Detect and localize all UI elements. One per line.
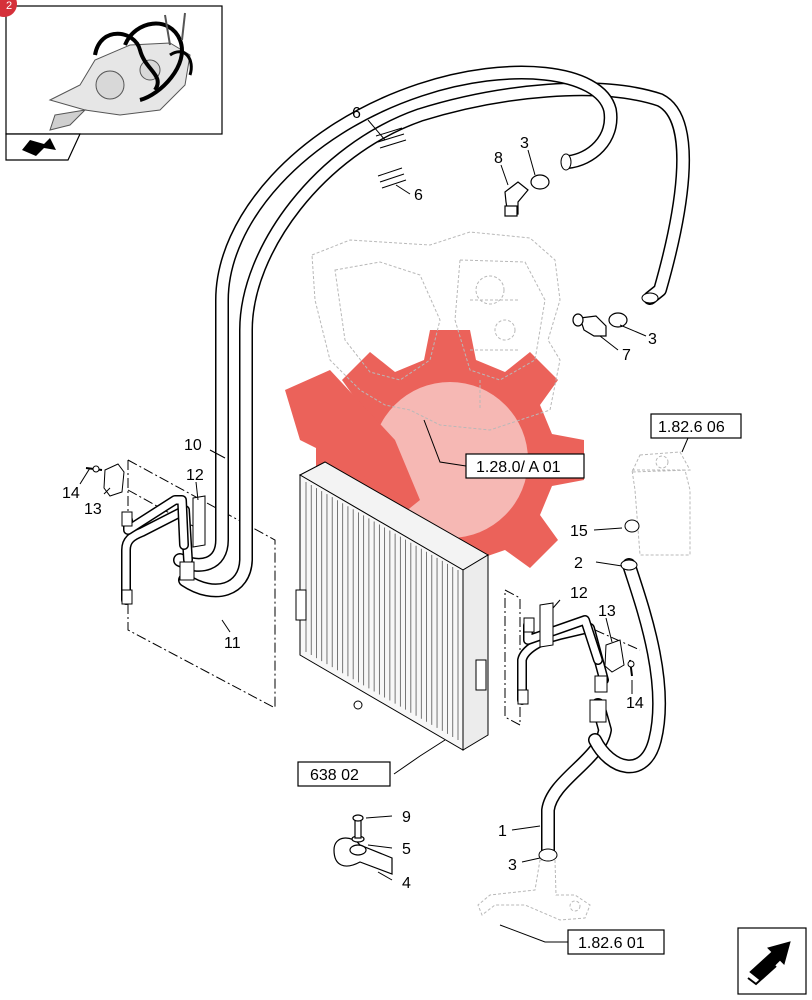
page-badge-number: 2 bbox=[6, 0, 12, 12]
lower-pipe-ghost bbox=[477, 859, 591, 921]
callout-3-right: 3 bbox=[648, 331, 657, 348]
callout-9: 9 bbox=[402, 809, 411, 826]
callout-11: 11 bbox=[224, 635, 241, 652]
ref-transmission-box[interactable]: 1.28.0/ A 01 bbox=[465, 453, 585, 479]
left-tube-assembly bbox=[85, 463, 206, 605]
callout-4: 4 bbox=[402, 875, 411, 892]
ref-transmission-label: 1.28.0/ A 01 bbox=[476, 459, 561, 476]
callout-6-upper: 6 bbox=[352, 105, 361, 122]
previous-page-icon[interactable] bbox=[5, 133, 81, 161]
callout-14-right: 14 bbox=[626, 695, 644, 712]
callout-7: 7 bbox=[622, 347, 631, 364]
page-badge: 2 bbox=[0, 0, 17, 17]
callout-2: 2 bbox=[574, 555, 583, 572]
callout-leaders bbox=[79, 119, 689, 943]
ref-filter-box[interactable]: 1.82.6 06 bbox=[650, 413, 742, 439]
callout-6-lower: 6 bbox=[414, 187, 423, 204]
right-tube-assembly bbox=[517, 519, 667, 862]
callout-3-bottom: 3 bbox=[508, 857, 517, 874]
callout-10: 10 bbox=[184, 437, 202, 454]
hose-bracket bbox=[333, 814, 393, 875]
callout-12-left: 12 bbox=[186, 467, 204, 484]
ref-lower-pipe-label: 1.82.6 01 bbox=[578, 935, 645, 952]
callout-12-right: 12 bbox=[570, 585, 588, 602]
transmission-housing-ghost bbox=[311, 231, 561, 431]
oil-filter-ghost bbox=[631, 451, 691, 556]
callout-13-right: 13 bbox=[598, 603, 616, 620]
callout-8: 8 bbox=[494, 150, 503, 167]
ref-lower-pipe-box[interactable]: 1.82.6 01 bbox=[567, 929, 665, 955]
callout-5: 5 bbox=[402, 841, 411, 858]
callout-15: 15 bbox=[570, 523, 588, 540]
ref-radiator-box[interactable]: 638 02 bbox=[297, 761, 391, 787]
callout-14-left: 14 bbox=[62, 485, 80, 502]
transmission-thumbnail-icon bbox=[5, 5, 223, 135]
ref-filter-label: 1.82.6 06 bbox=[658, 419, 725, 436]
elbow-fittings bbox=[504, 174, 628, 337]
callout-1: 1 bbox=[498, 823, 507, 840]
oil-cooler-radiator bbox=[295, 461, 489, 751]
cooler-hoses bbox=[173, 65, 691, 598]
next-page-icon[interactable] bbox=[737, 927, 807, 995]
callout-13-left: 13 bbox=[84, 501, 102, 518]
callout-3-top: 3 bbox=[520, 135, 529, 152]
ref-radiator-label: 638 02 bbox=[310, 767, 359, 784]
callout-numbers: 6 6 3 8 3 7 10 12 14 13 11 15 2 12 13 14… bbox=[62, 105, 657, 892]
